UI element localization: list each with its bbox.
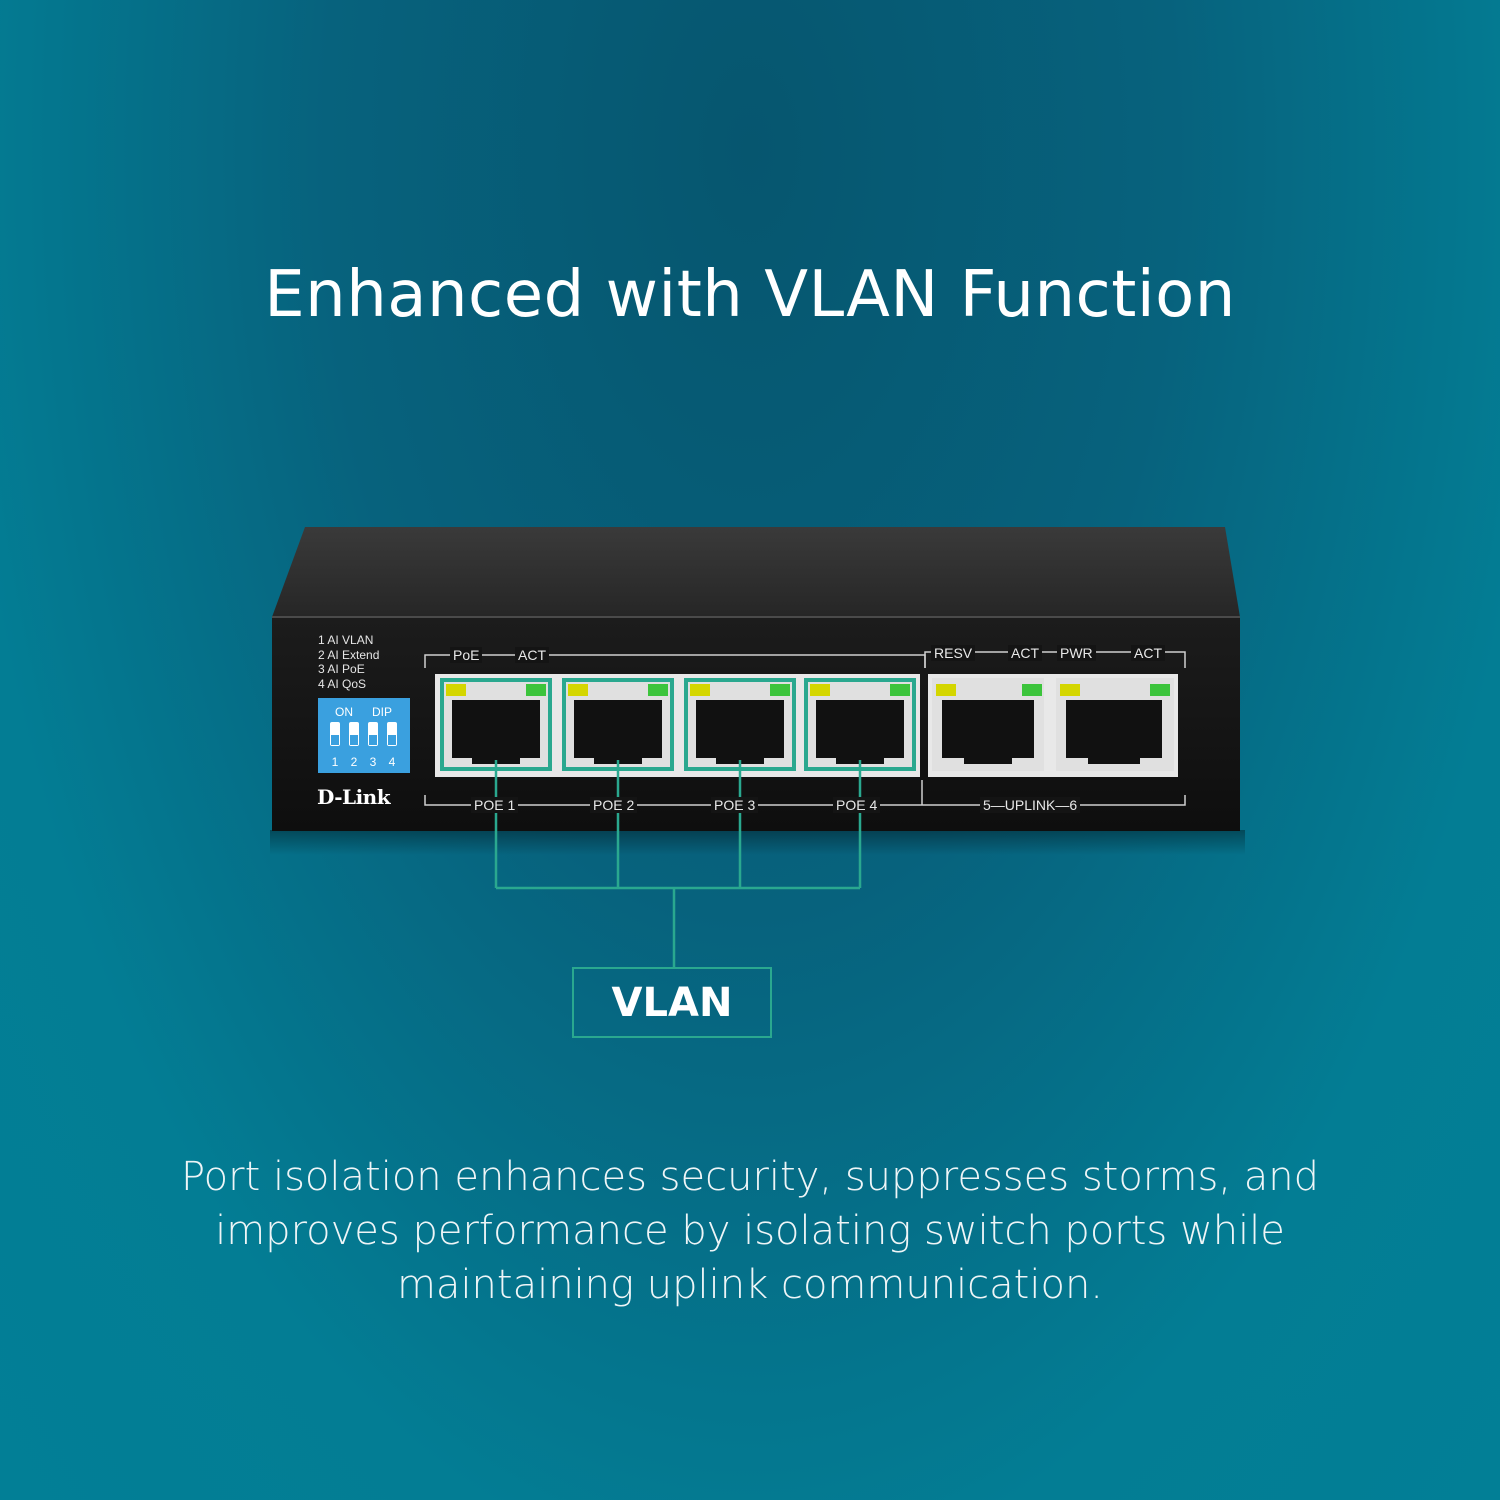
dip-legend-item: 1 AI VLAN [318,633,374,647]
dip-number: 2 [350,755,358,769]
rj45-ports [440,678,1174,771]
description: Port isolation enhances security, suppre… [180,1154,1320,1308]
dip-number: 4 [388,755,396,769]
dip-legend-item: 4 AI QoS [318,676,367,691]
dip-number: 3 [369,755,377,769]
panel-bracket-lines [424,651,1186,806]
dip-label: DIP [372,705,393,719]
led-label-poe: PoE [450,647,483,663]
dip-legend-item: 2 AI Extend [318,647,380,662]
vlan-label-box: VLAN [572,967,772,1038]
port-label: POE 3 [711,797,759,813]
led-label-pwr: PWR [1057,645,1096,661]
led-label-act: ACT [1008,645,1042,661]
dip-number: 1 [331,755,339,769]
brand-logo: D-Link [317,785,391,809]
vlan-connector-lines [494,760,862,967]
vlan-label: VLAN [611,979,733,1026]
switch-shadow [270,830,1245,855]
port-label: POE 1 [471,797,519,813]
switch-top-panel [272,527,1240,617]
led-label-resv: RESV [931,645,976,661]
uplink-label: 5—UPLINK—6 [980,797,1081,813]
port-label: POE 4 [833,797,881,813]
led-label-act: ACT [1131,645,1165,661]
port-label: POE 2 [590,797,638,813]
dip-legend-item: 3 AI PoE [318,662,365,676]
dip-legend: 1 AI VLAN 2 AI Extend 3 AI PoE 4 AI QoS [318,633,379,691]
headline: Enhanced with VLAN Function [264,258,1236,332]
dip-on-label: ON [335,705,353,719]
led-label-act: ACT [515,647,549,663]
